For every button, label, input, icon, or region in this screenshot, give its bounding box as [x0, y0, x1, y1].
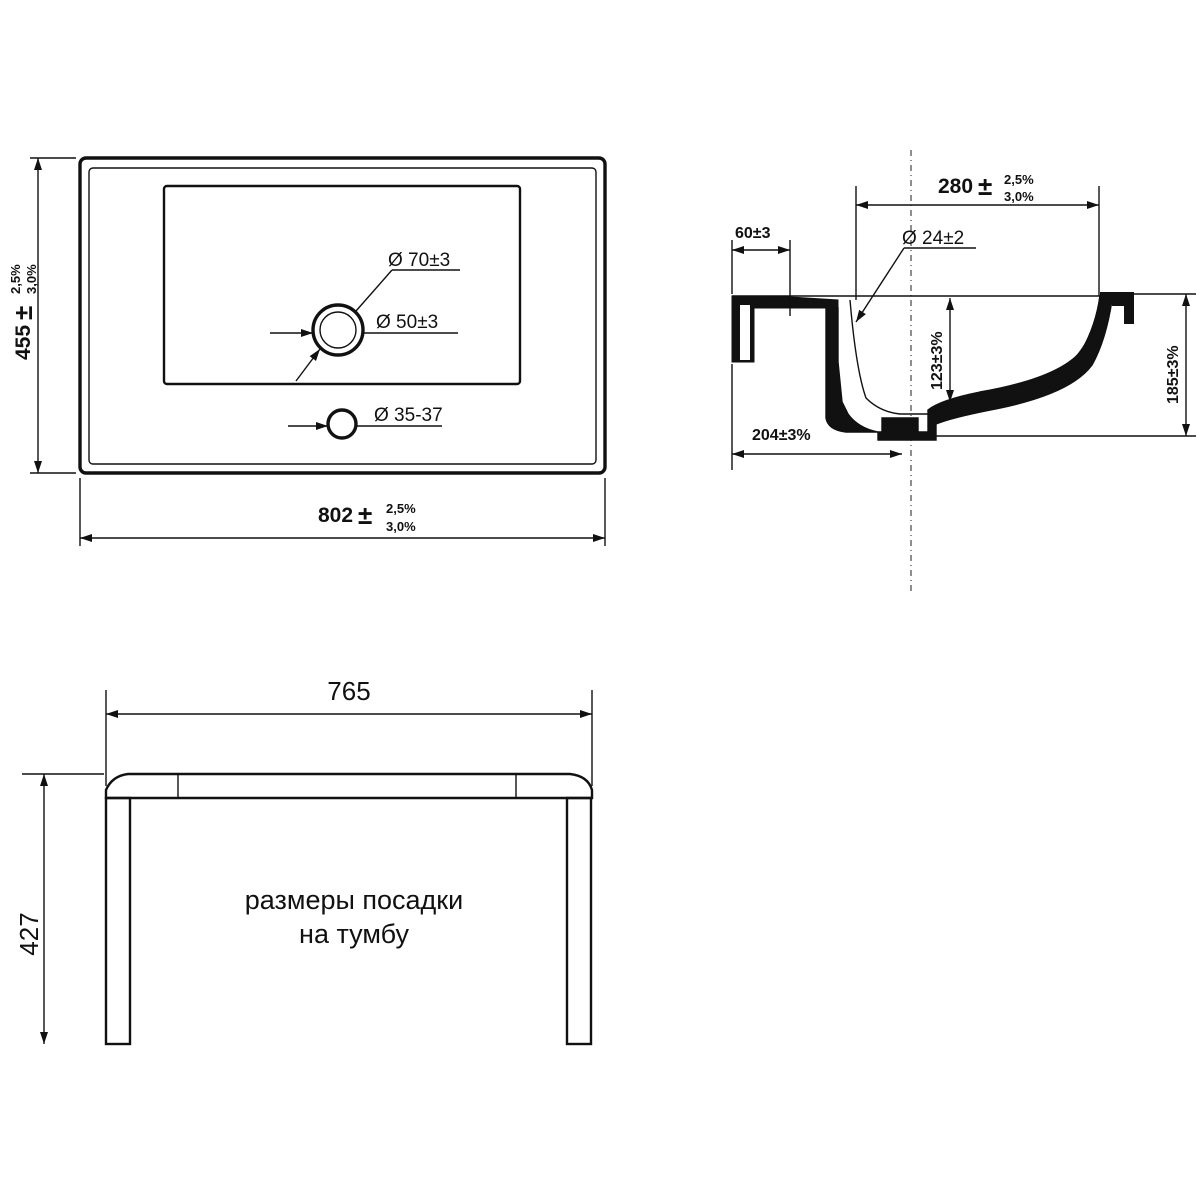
dia-overflow-label: Ø 35-37 — [374, 405, 443, 426]
note-line-1: размеры посадки — [245, 885, 463, 915]
overflow-hole — [326, 408, 358, 440]
bowl-inner-curve — [849, 295, 1101, 415]
dim280-pm: ± — [978, 171, 992, 201]
side-view: 280 ± 2,5% 3,0% 60±3 Ø 24±2 123±3% 185±3… — [731, 150, 1196, 595]
note-line-2: на тумбу — [299, 919, 409, 949]
depth-value: 455 — [12, 325, 35, 360]
dia24-label: Ø 24±2 — [902, 228, 964, 249]
front-rim — [1100, 292, 1134, 324]
dim765-label: 765 — [327, 676, 370, 706]
dia50-label: Ø 50±3 — [376, 312, 438, 333]
dia24-leader — [855, 247, 905, 323]
dim280-tol-down: 3,0% — [1004, 189, 1034, 204]
cabinet-view: 765 427 размеры посадки на тумбу — [14, 676, 594, 1046]
cabinet-leg-right — [565, 796, 593, 1046]
basin-inner-rim — [88, 167, 597, 465]
dim427-label: 427 — [14, 912, 44, 955]
dim185-label: 185±3% — [1165, 345, 1182, 404]
depth-pm: ± — [8, 306, 38, 320]
dia70-leader — [355, 269, 393, 312]
width-tol-down: 3,0% — [386, 519, 416, 534]
dia50-leader — [295, 348, 321, 382]
depth-tol-up: 2,5% — [8, 264, 23, 294]
basin-section — [825, 295, 1113, 441]
dim123-label: 123±3% — [929, 331, 946, 390]
dim280-value: 280 — [938, 175, 973, 198]
width-pm: ± — [358, 500, 372, 530]
width-tol-up: 2,5% — [386, 501, 416, 516]
basin-outline — [78, 156, 607, 475]
depth-label-group: 455 ± 2,5% 3,0% — [8, 264, 39, 360]
basin-bowl — [162, 184, 522, 386]
drain-outer-circle — [311, 303, 365, 357]
dim60-label: 60±3 — [735, 225, 771, 242]
cabinet-top — [104, 772, 594, 800]
back-rim-inner — [740, 305, 750, 360]
depth-tol-down: 3,0% — [24, 264, 39, 294]
drain-inner-circle — [319, 311, 357, 349]
cabinet-leg-left — [104, 796, 132, 1046]
dim280-tol-up: 2,5% — [1004, 172, 1034, 187]
top-view: Ø 70±3 Ø 50±3 Ø 35-37 802 ± 2,5% 3,0% 45… — [8, 156, 607, 546]
dia70-label: Ø 70±3 — [388, 250, 450, 271]
dim204-label: 204±3% — [752, 427, 811, 444]
width-value: 802 — [318, 504, 353, 527]
